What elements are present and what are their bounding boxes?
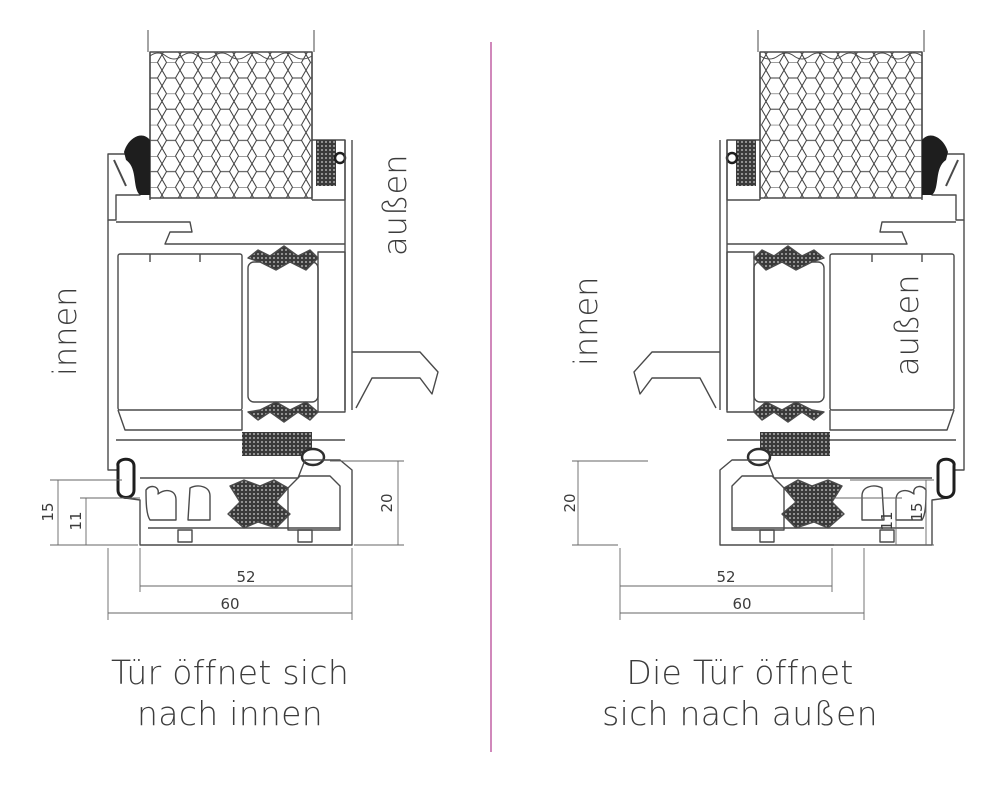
left-profile-drawing [106, 28, 440, 547]
left-dim-width-outer: 60 [220, 595, 239, 613]
right-dim-width-inner: 52 [716, 568, 735, 586]
left-label-outside: außen [376, 155, 414, 257]
right-caption-line1: Die Tür öffnet [626, 653, 854, 692]
left-dim-height-left-outer: 15 [39, 502, 57, 521]
right-dim-height-left: 20 [561, 493, 579, 512]
right-label-inside: innen [567, 277, 605, 366]
right-caption-line2: sich nach außen [602, 694, 878, 733]
left-dim-height-left-inner: 11 [67, 511, 85, 530]
left-dim-height-right: 20 [378, 493, 396, 512]
right-dim-height-right-outer: 15 [908, 502, 926, 521]
right-caption: Die Tür öffnet sich nach außen [580, 652, 900, 734]
right-dim-width-outer: 60 [732, 595, 751, 613]
right-dimensions [572, 460, 934, 620]
right-label-outside: außen [888, 275, 926, 377]
left-caption: Tür öffnet sich nach innen [70, 652, 390, 734]
left-caption-line1: Tür öffnet sich [110, 653, 350, 692]
left-dimensions [50, 460, 404, 620]
left-caption-line2: nach innen [137, 694, 323, 733]
left-dim-width-inner: 52 [236, 568, 255, 586]
right-dim-height-right-inner: 11 [878, 511, 896, 530]
left-label-inside: innen [46, 287, 84, 376]
